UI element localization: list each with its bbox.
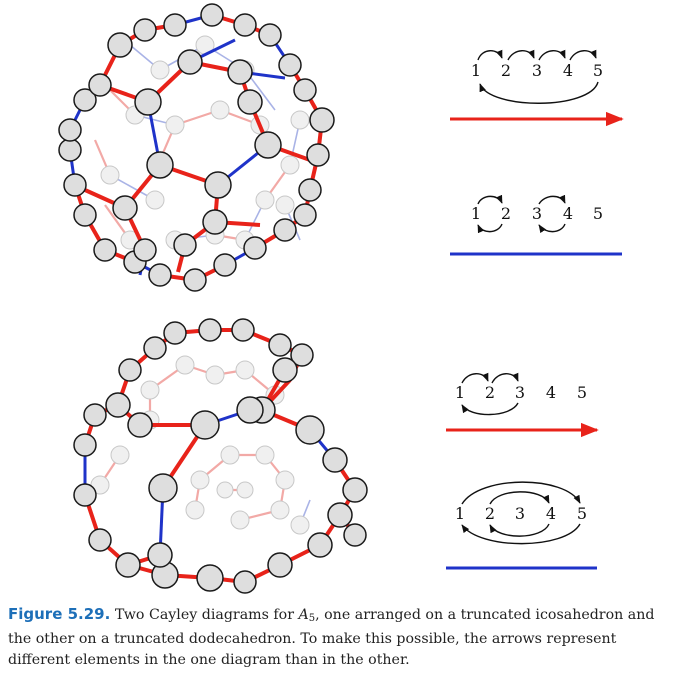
group-subscript: 5	[308, 613, 316, 624]
front-nodes	[58, 3, 335, 292]
figure-caption: Figure 5.29. Two Cayley diagrams for A5,…	[8, 604, 680, 671]
perm-label-3: 3	[532, 204, 542, 223]
perm-label-5: 5	[593, 61, 603, 80]
perm-label-5: 5	[577, 504, 587, 523]
perm-arc	[538, 49, 566, 61]
perm-label-5: 5	[593, 204, 603, 223]
figure-canvas: 1 2 3 4 5 1 2 3 4 5 1 2 3 4 5 1 2 3	[58, 3, 624, 594]
perm-arc	[538, 223, 566, 234]
perm-arc	[461, 481, 581, 505]
perm-label-5: 5	[577, 383, 587, 402]
perm-arc	[479, 81, 599, 104]
perm-label-3: 3	[515, 383, 525, 402]
perm-label-2: 2	[501, 61, 511, 80]
perm-label-3: 3	[515, 504, 525, 523]
perm-arc	[507, 49, 535, 61]
perm-label-1: 1	[455, 383, 465, 402]
perm-arc	[489, 523, 550, 537]
caption-text-before: Two Cayley diagrams for	[110, 607, 299, 623]
perm-arc	[489, 491, 550, 505]
perm-label-4: 4	[563, 61, 573, 80]
legend-bottom-blue: 1 2 3 4 5	[446, 481, 597, 570]
perm-label-2: 2	[485, 504, 495, 523]
figure-label: Figure 5.29.	[8, 605, 111, 623]
perm-arc	[461, 523, 581, 545]
legend-top-blue: 1 2 3 4 5	[450, 194, 622, 256]
perm-label-4: 4	[546, 383, 556, 402]
perm-arc	[477, 194, 503, 205]
perm-label-3: 3	[532, 61, 542, 80]
perm-label-1: 1	[471, 204, 481, 223]
perm-arc	[491, 372, 519, 384]
perm-arc	[477, 223, 503, 234]
perm-label-4: 4	[563, 204, 573, 223]
perm-arc	[477, 49, 503, 61]
caption-text-after: , one arranged on a truncated icosahedro…	[8, 607, 655, 668]
perm-label-2: 2	[501, 204, 511, 223]
legend-bottom-red: 1 2 3 4 5	[446, 372, 599, 438]
perm-label-4: 4	[546, 504, 556, 523]
front-nodes	[73, 318, 368, 594]
perm-label-2: 2	[485, 383, 495, 402]
group-letter: A	[298, 607, 309, 623]
perm-arc	[538, 194, 566, 205]
perm-arc	[461, 402, 519, 416]
perm-arc	[569, 49, 597, 61]
perm-label-1: 1	[455, 504, 465, 523]
perm-arc	[461, 372, 489, 384]
legend-top-red: 1 2 3 4 5	[450, 49, 624, 127]
truncated-dodecahedron-diagram	[73, 318, 368, 594]
perm-label-1: 1	[471, 61, 481, 80]
truncated-icosahedron-diagram	[58, 3, 335, 292]
